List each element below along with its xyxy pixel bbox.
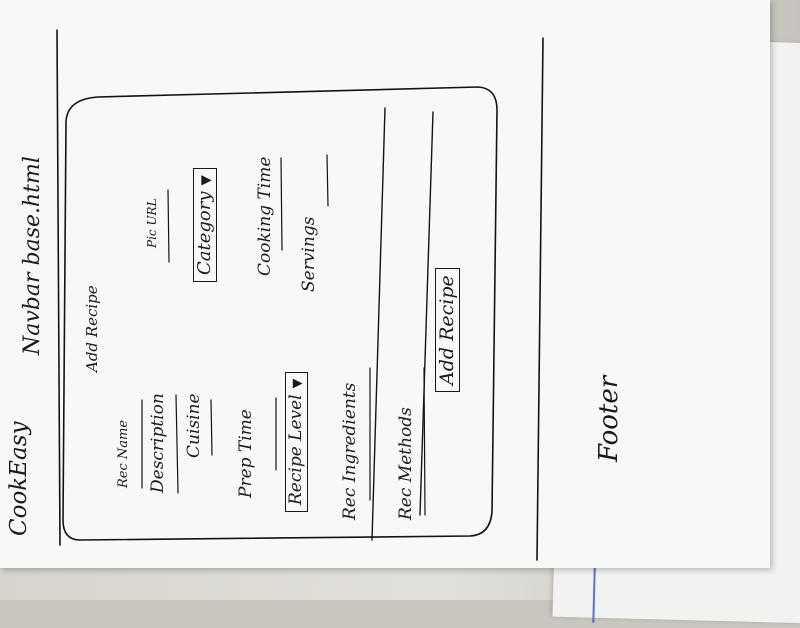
add-recipe-button-label: Add Recipe xyxy=(435,268,460,392)
chevron-down-icon: ▼ xyxy=(290,378,305,389)
description-field[interactable]: Description xyxy=(148,393,168,493)
form-column-divider-2 xyxy=(419,111,434,516)
prep-time-field[interactable]: Prep Time xyxy=(236,409,256,498)
methods-underline xyxy=(423,367,426,516)
cuisine-underline xyxy=(210,399,213,456)
pic-url-field[interactable]: Pic URL xyxy=(145,198,159,248)
cuisine-field[interactable]: Cuisine xyxy=(184,393,204,458)
ingredients-field[interactable]: Rec Ingredients xyxy=(340,382,360,520)
description-underline xyxy=(175,394,179,494)
chevron-down-icon: ▼ xyxy=(198,175,214,186)
category-select-label: Category xyxy=(194,191,215,275)
cooking-time-field[interactable]: Cooking Time xyxy=(255,156,275,276)
recipe-name-field[interactable]: Rec Name xyxy=(116,419,131,488)
footer-label: Footer xyxy=(594,375,624,462)
methods-field[interactable]: Rec Methods xyxy=(396,407,416,520)
cooking-time-underline xyxy=(280,157,283,251)
category-select[interactable]: Category ▼ xyxy=(193,168,217,282)
recipe-level-select-label: Recipe Level xyxy=(286,394,306,505)
add-recipe-button[interactable]: Add Recipe xyxy=(435,268,460,392)
footer-divider xyxy=(536,37,544,561)
form-container-border xyxy=(62,86,498,541)
header-divider xyxy=(56,29,61,546)
recipe-level-select[interactable]: Recipe Level ▼ xyxy=(285,371,308,512)
wireframe-strokes xyxy=(56,29,544,561)
pic-url-underline xyxy=(167,189,170,263)
servings-underline xyxy=(326,154,329,207)
logo[interactable]: CookEasy xyxy=(6,421,32,536)
wireframe-sheet: CookEasy Navbar base.html Add Recipe Rec… xyxy=(0,0,770,568)
navbar-label[interactable]: Navbar base.html xyxy=(20,156,45,355)
servings-field[interactable]: Servings xyxy=(299,216,319,292)
form-column-divider-1 xyxy=(371,107,386,541)
form-title: Add Recipe xyxy=(83,285,101,372)
